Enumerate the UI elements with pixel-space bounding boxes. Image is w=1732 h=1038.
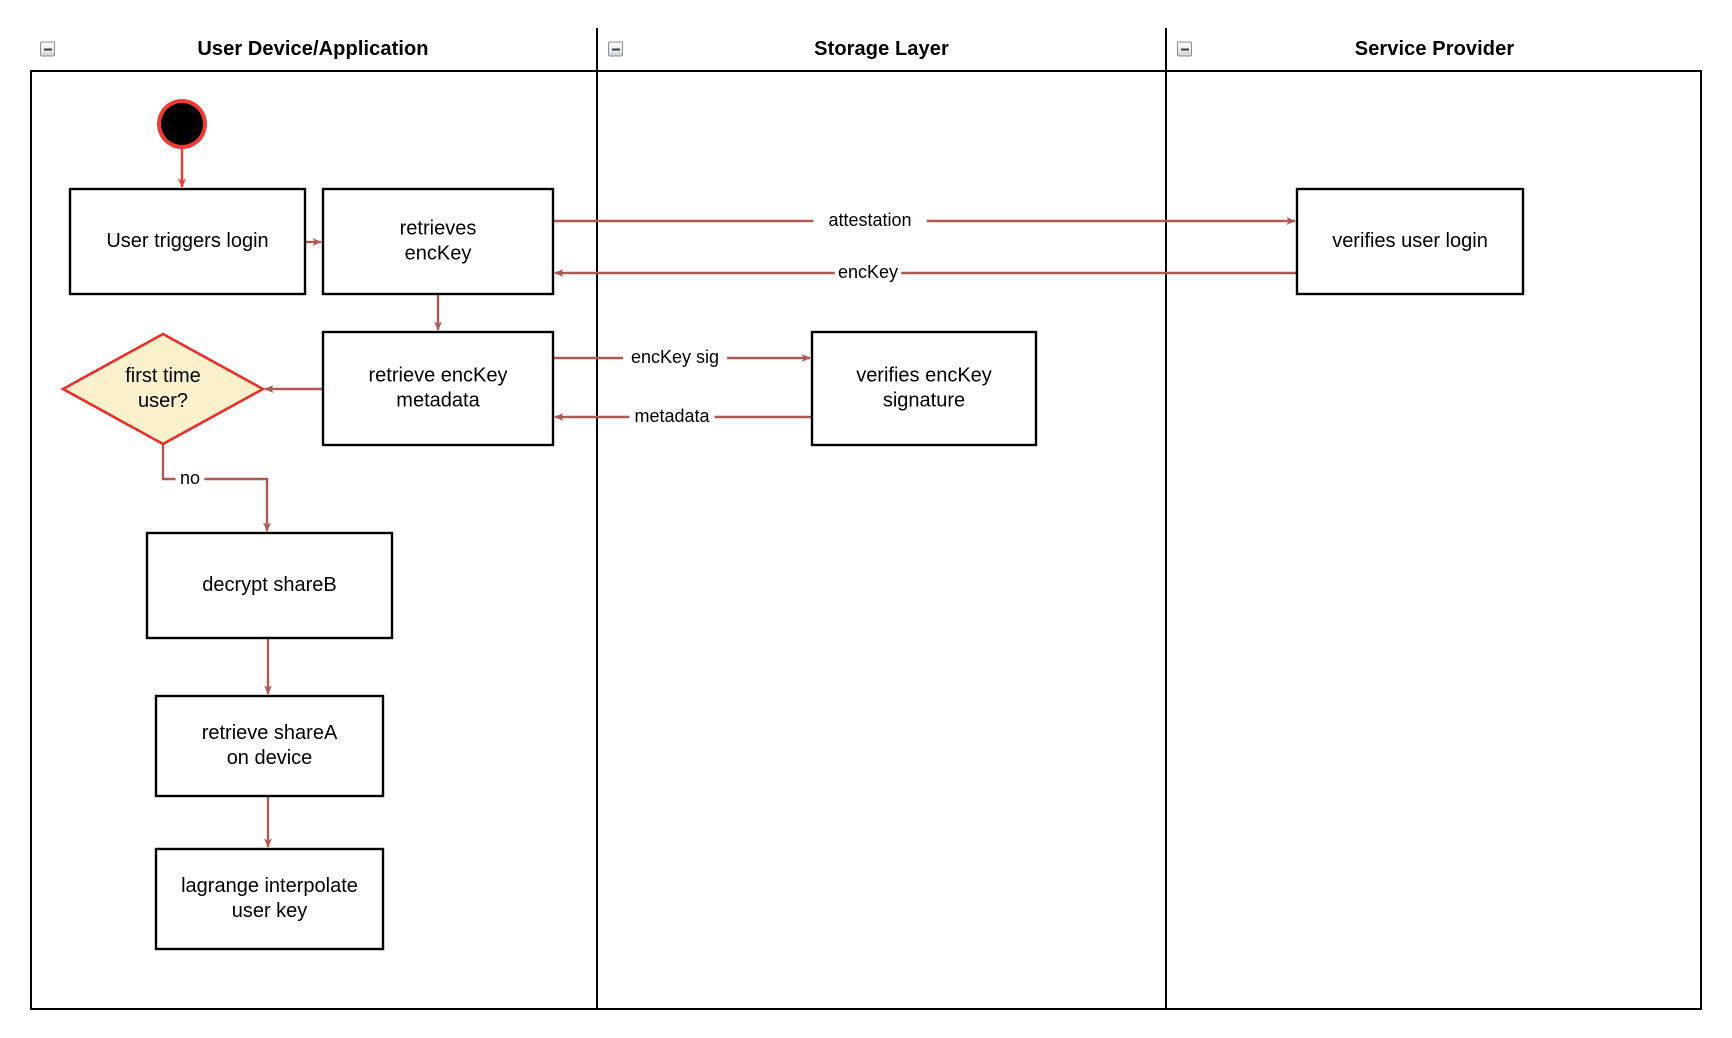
minus-box-icon[interactable]: [608, 41, 623, 57]
activity-shape: [321, 330, 555, 447]
nodes-layer: User triggers login retrieves encKey first …: [60, 99, 1525, 951]
node-lagrange-interpolate-user-key[interactable]: lagrange interpolate user key: [154, 847, 385, 951]
edge-decision-no[interactable]: no: [161, 444, 271, 532]
lane-title-storage-layer: Storage Layer: [814, 38, 949, 60]
edge-path: [161, 444, 271, 532]
node-label: verifies user login: [1332, 230, 1488, 252]
edge-enckey-return[interactable]: encKey: [554, 261, 1297, 285]
edge-label-backdrop: [175, 467, 205, 491]
edge-label: no: [180, 468, 200, 488]
decision-shape: [60, 332, 266, 446]
swimlane-user-device[interactable]: User Device/Application: [30, 28, 596, 1010]
activity-shape: [321, 187, 555, 296]
start-node-fill: [161, 103, 203, 145]
activity-shape: [1295, 187, 1525, 296]
node-label: lagrange interpolate: [181, 875, 358, 897]
node-label: user?: [138, 390, 188, 412]
node-label: metadata: [396, 389, 480, 411]
edge-label: encKey: [838, 262, 898, 282]
node-verifies-enckey-signature[interactable]: verifies encKey signature: [810, 330, 1038, 447]
edge-label-backdrop: [629, 405, 715, 429]
node-label: retrieves: [400, 217, 477, 239]
node-label: on device: [227, 747, 313, 769]
edge-label: encKey sig: [631, 347, 719, 367]
edge-attestation[interactable]: attestation: [553, 209, 1296, 233]
minus-box-icon[interactable]: [1177, 41, 1192, 57]
lane-title-service-provider: Service Provider: [1354, 38, 1515, 60]
node-label: first time: [125, 365, 201, 387]
edge-label-backdrop: [623, 346, 727, 370]
node-label: encKey: [405, 242, 472, 264]
lane-header-storage-layer: Storage Layer: [598, 28, 1165, 72]
edge-label: attestation: [828, 210, 911, 230]
node-first-time-user[interactable]: first time user?: [60, 332, 266, 446]
lane-title-user-device: User Device/Application: [197, 38, 429, 60]
swimlane-storage-layer[interactable]: Storage Layer: [596, 28, 1165, 1010]
node-label: user key: [232, 900, 308, 922]
swimlane-service-provider[interactable]: Service Provider: [1165, 28, 1702, 1010]
node-retrieve-enckey-metadata[interactable]: retrieve encKey metadata: [321, 330, 555, 447]
node-verifies-user-login[interactable]: verifies user login: [1295, 187, 1525, 296]
activity-shape: [810, 330, 1038, 447]
node-decrypt-shareb[interactable]: decrypt shareB: [145, 531, 394, 640]
edge-label-backdrop: [813, 209, 927, 233]
edge-label-backdrop: [834, 261, 902, 285]
node-label: User triggers login: [106, 230, 268, 252]
activity-shape: [154, 694, 385, 798]
node-label: retrieve shareA: [202, 722, 338, 744]
node-start[interactable]: [157, 99, 207, 149]
node-label: verifies encKey: [856, 364, 992, 386]
lane-header-user-device: User Device/Application: [30, 28, 596, 72]
node-label: retrieve encKey: [369, 364, 508, 386]
activity-shape: [68, 187, 307, 296]
node-retrieve-sharea-on-device[interactable]: retrieve shareA on device: [154, 694, 385, 798]
edge-metadata-return[interactable]: metadata: [554, 405, 812, 429]
activity-shape: [145, 531, 394, 640]
lane-header-service-provider: Service Provider: [1167, 28, 1702, 72]
edge-enckey-sig[interactable]: encKey sig: [553, 346, 811, 370]
node-retrieves-enckey[interactable]: retrieves encKey: [321, 187, 555, 296]
activity-shape: [154, 847, 385, 951]
edges-layer: attestation encKey encKey sig metadata no: [161, 149, 1297, 848]
node-user-triggers-login[interactable]: User triggers login: [68, 187, 307, 296]
node-label: signature: [883, 389, 965, 411]
minus-box-icon[interactable]: [40, 41, 55, 57]
node-label: decrypt shareB: [202, 574, 337, 596]
edge-label: metadata: [634, 406, 710, 426]
